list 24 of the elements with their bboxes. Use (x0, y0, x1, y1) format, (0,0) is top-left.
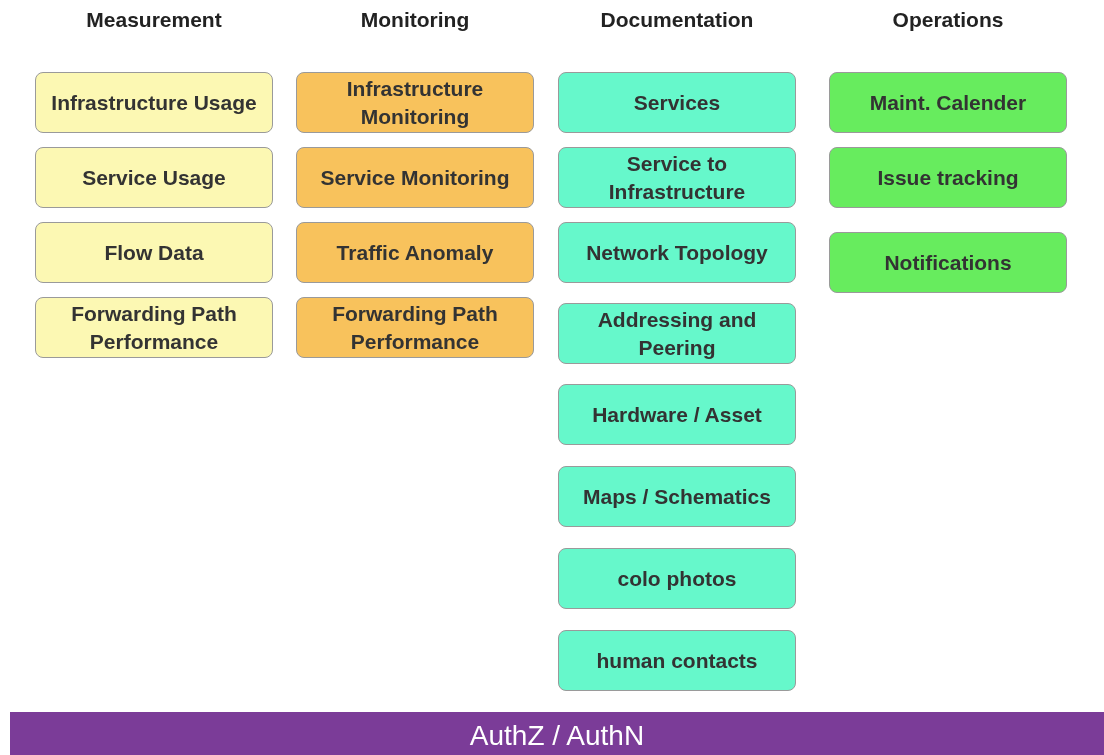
category-box: Addressing and Peering (558, 303, 796, 364)
auth-band: AuthZ / AuthN (10, 712, 1104, 755)
category-box: Issue tracking (829, 147, 1067, 208)
category-box: Forwarding Path Performance (296, 297, 534, 358)
category-box: human contacts (558, 630, 796, 691)
column-heading: Operations (891, 8, 1005, 32)
category-box: Traffic Anomaly (296, 222, 534, 283)
category-box: Notifications (829, 232, 1067, 293)
category-box: Infrastructure Monitoring (296, 72, 534, 133)
category-box: Network Topology (558, 222, 796, 283)
category-box: Services (558, 72, 796, 133)
category-box: Service Usage (35, 147, 273, 208)
column-heading: Measurement (85, 8, 223, 32)
category-box: Infrastructure Usage (35, 72, 273, 133)
column-heading: Documentation (599, 8, 755, 32)
category-box: colo photos (558, 548, 796, 609)
category-box: Maint. Calender (829, 72, 1067, 133)
category-box: Flow Data (35, 222, 273, 283)
category-box: Forwarding Path Performance (35, 297, 273, 358)
category-box: Service Monitoring (296, 147, 534, 208)
category-box: Service to Infrastructure (558, 147, 796, 208)
category-box: Hardware / Asset (558, 384, 796, 445)
column-heading: Monitoring (359, 8, 471, 32)
category-box: Maps / Schematics (558, 466, 796, 527)
